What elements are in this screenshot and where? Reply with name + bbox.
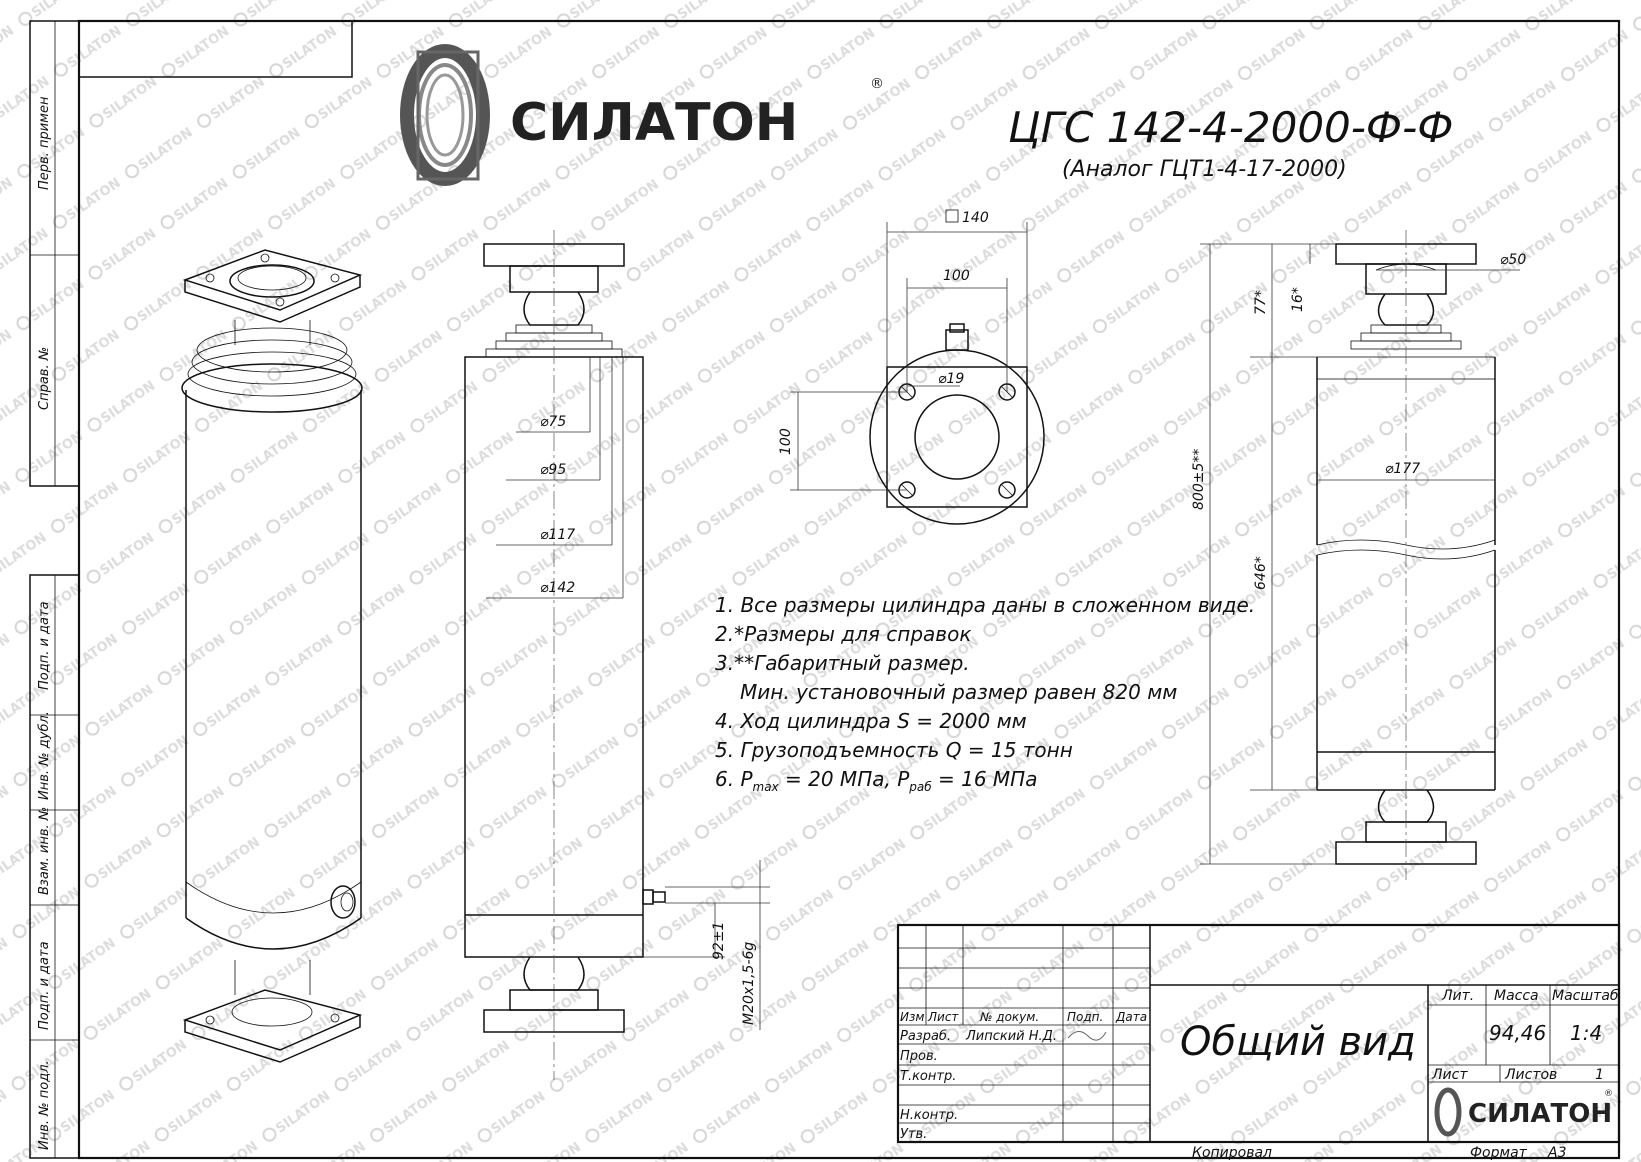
tb-scale-value: 1:4 (1570, 1021, 1602, 1045)
note-3-continued: Мин. установочный размер равен 820 мм (740, 680, 1177, 704)
label-perv-primen: Перв. примен (37, 96, 52, 190)
tb-role-nkontr: Н.контр. (900, 1108, 958, 1123)
tb-header-data: Дата (1115, 1010, 1147, 1024)
tb-role-tkontr: Т.контр. (900, 1069, 956, 1084)
dim-l800: 800±5** (1191, 449, 1207, 510)
silaton-logo: СИЛАТОН ® (400, 44, 884, 186)
flange-top-view: 140 100 100 ⌀19 (778, 209, 1045, 525)
developer-signature (1067, 1031, 1107, 1041)
dim-d177: ⌀177 (1385, 461, 1420, 477)
dim-d117: ⌀117 (540, 527, 575, 543)
dim-l646: 646* (1253, 556, 1269, 590)
note-3: 3.**Габаритный размер. (715, 651, 970, 675)
tb-sheets-label: Листов (1504, 1067, 1557, 1083)
dim-d95: ⌀95 (540, 462, 566, 478)
tb-mass-label: Масса (1494, 988, 1539, 1004)
note-6: 6. Pmax = 20 МПа, Pраб = 16 МПа (715, 767, 1037, 794)
note-1: 1. Все размеры цилиндра даны в сложенном… (715, 593, 1255, 617)
tb-brand-reg: ® (1604, 1089, 1613, 1099)
tb-scale-label: Масштаб (1552, 988, 1619, 1004)
label-sprav-no: Справ. № (37, 347, 52, 410)
tb-brand-name: СИЛАТОН (1468, 1099, 1612, 1129)
tb-lit-label: Лит. (1441, 988, 1474, 1004)
note-5: 5. Грузоподъемность Q = 15 тонн (715, 738, 1073, 762)
tb-developer-name: Липский Н.Д. (965, 1029, 1057, 1044)
tb-role-prov: Пров. (900, 1049, 938, 1064)
tb-header-list: Лист (927, 1010, 959, 1024)
notes-block: 1. Все размеры цилиндра даны в сложенном… (715, 593, 1255, 794)
title-block: Изм Лист № докум. Подп. Дата Разраб. Про… (896, 923, 1621, 1161)
label-inv-dubl: Инв. № дубл. (37, 711, 52, 800)
tb-tire-icon (1434, 1087, 1462, 1137)
tb-role-razrab: Разраб. (900, 1029, 951, 1044)
tb-header-podp: Подп. (1067, 1010, 1103, 1024)
label-podp-data-1: Подп. и дата (37, 601, 52, 690)
dim-d50: ⌀50 (1500, 252, 1526, 268)
drawing-code: ЦГС 142-4-2000-Ф-Ф (1008, 103, 1453, 152)
brand-name: СИЛАТОН (510, 93, 798, 153)
front-view: ⌀75 ⌀95 ⌀117 ⌀142 92±1 M20x1,5-6g (464, 230, 770, 1080)
tb-silaton-logo: СИЛАТОН ® (1434, 1087, 1613, 1137)
dim-hole-dia: ⌀19 (938, 371, 964, 387)
dim-l77: 77* (1253, 290, 1269, 315)
isometric-view (181, 249, 363, 1063)
dim-flange-square: 140 (962, 210, 989, 226)
tb-format-label: Формат (1470, 1145, 1528, 1161)
tb-mass-value: 94,46 (1489, 1021, 1546, 1045)
dim-d142: ⌀142 (540, 580, 575, 596)
tb-format-value: A3 (1547, 1145, 1566, 1161)
dim-l92: 92±1 (711, 922, 727, 960)
tire-icon (400, 44, 490, 186)
tb-role-utv: Утв. (900, 1127, 927, 1142)
label-podp-data-2: Подп. и дата (37, 941, 52, 1030)
side-view: ⌀177 ⌀50 77* 16* 800±5** 646* (1191, 230, 1526, 880)
tb-sheets-value: 1 (1595, 1067, 1604, 1083)
side-column-labels: Перв. примен Справ. № Подп. и дата Инв. … (37, 96, 52, 1150)
note-4: 4. Ход цилиндра S = 2000 мм (715, 709, 1027, 733)
left-stamp-lower (29, 574, 80, 1159)
dim-hole-spacing-h: 100 (943, 268, 970, 284)
dim-thread: M20x1,5-6g (741, 942, 757, 1025)
tb-copied-label: Копировал (1192, 1145, 1272, 1161)
tb-header-izm: Изм (900, 1010, 924, 1024)
dim-hole-spacing-v: 100 (778, 428, 794, 455)
note-2: 2.*Размеры для справок (715, 622, 971, 646)
label-vzam-inv: Взам. инв. № (37, 807, 52, 895)
label-inv-podl: Инв. № подл. (37, 1060, 52, 1150)
tb-header-dokum: № докум. (979, 1010, 1039, 1024)
left-stamp-upper (29, 20, 80, 487)
drawing-analog: (Аналог ГЦТ1-4-17-2000) (1062, 157, 1347, 182)
tb-drawing-title: Общий вид (1180, 1019, 1416, 1065)
dim-l16: 16* (1290, 287, 1306, 312)
brand-reg-mark: ® (870, 76, 884, 92)
tb-sheet-label: Лист (1431, 1067, 1468, 1083)
dim-d75: ⌀75 (540, 414, 566, 430)
